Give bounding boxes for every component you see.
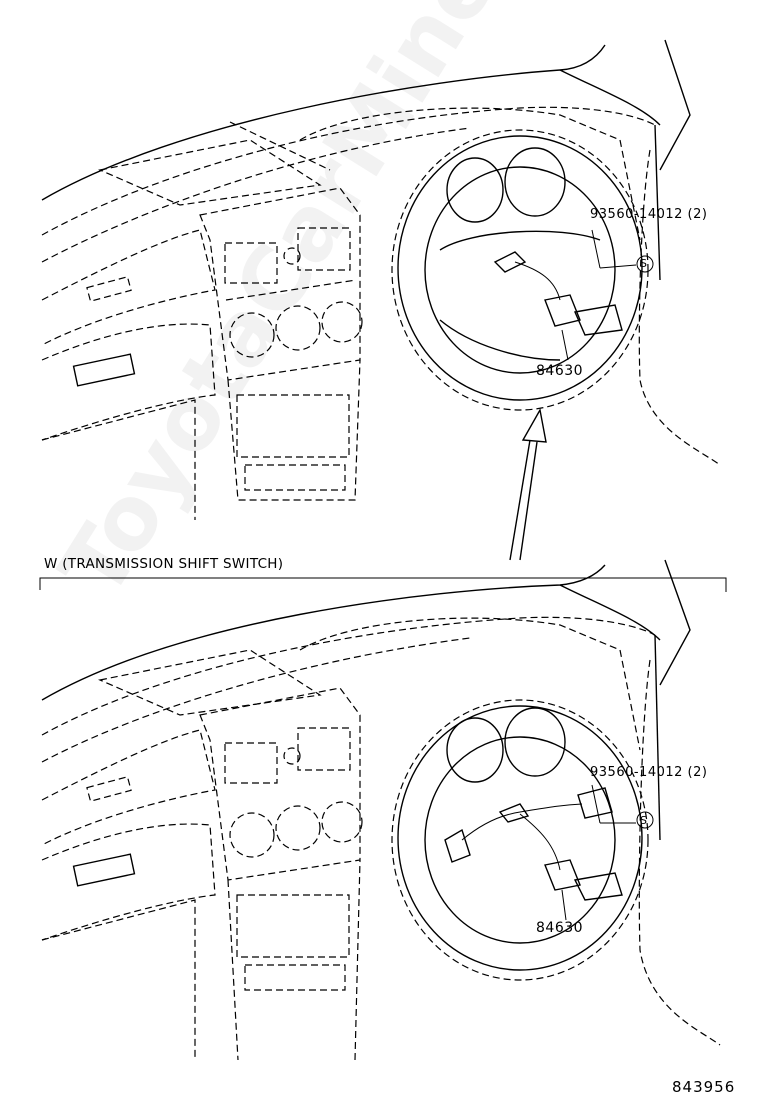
top-part-number: 84630: [536, 363, 584, 379]
bottom-bolt-label: 93560-14012 (2): [590, 765, 708, 780]
section-divider: [39, 577, 727, 592]
figure-number: 843956: [672, 1078, 736, 1096]
section-title: W (TRANSMISSION SHIFT SWITCH): [44, 556, 284, 572]
top-bolt-label: 93560-14012 (2): [590, 207, 708, 222]
top-s-symbol: S: [640, 257, 648, 270]
bottom-view-illustration: [41, 559, 721, 1061]
top-view-illustration: [41, 39, 721, 561]
bottom-s-symbol: S: [640, 814, 648, 827]
bottom-part-number: 84630: [536, 920, 584, 936]
